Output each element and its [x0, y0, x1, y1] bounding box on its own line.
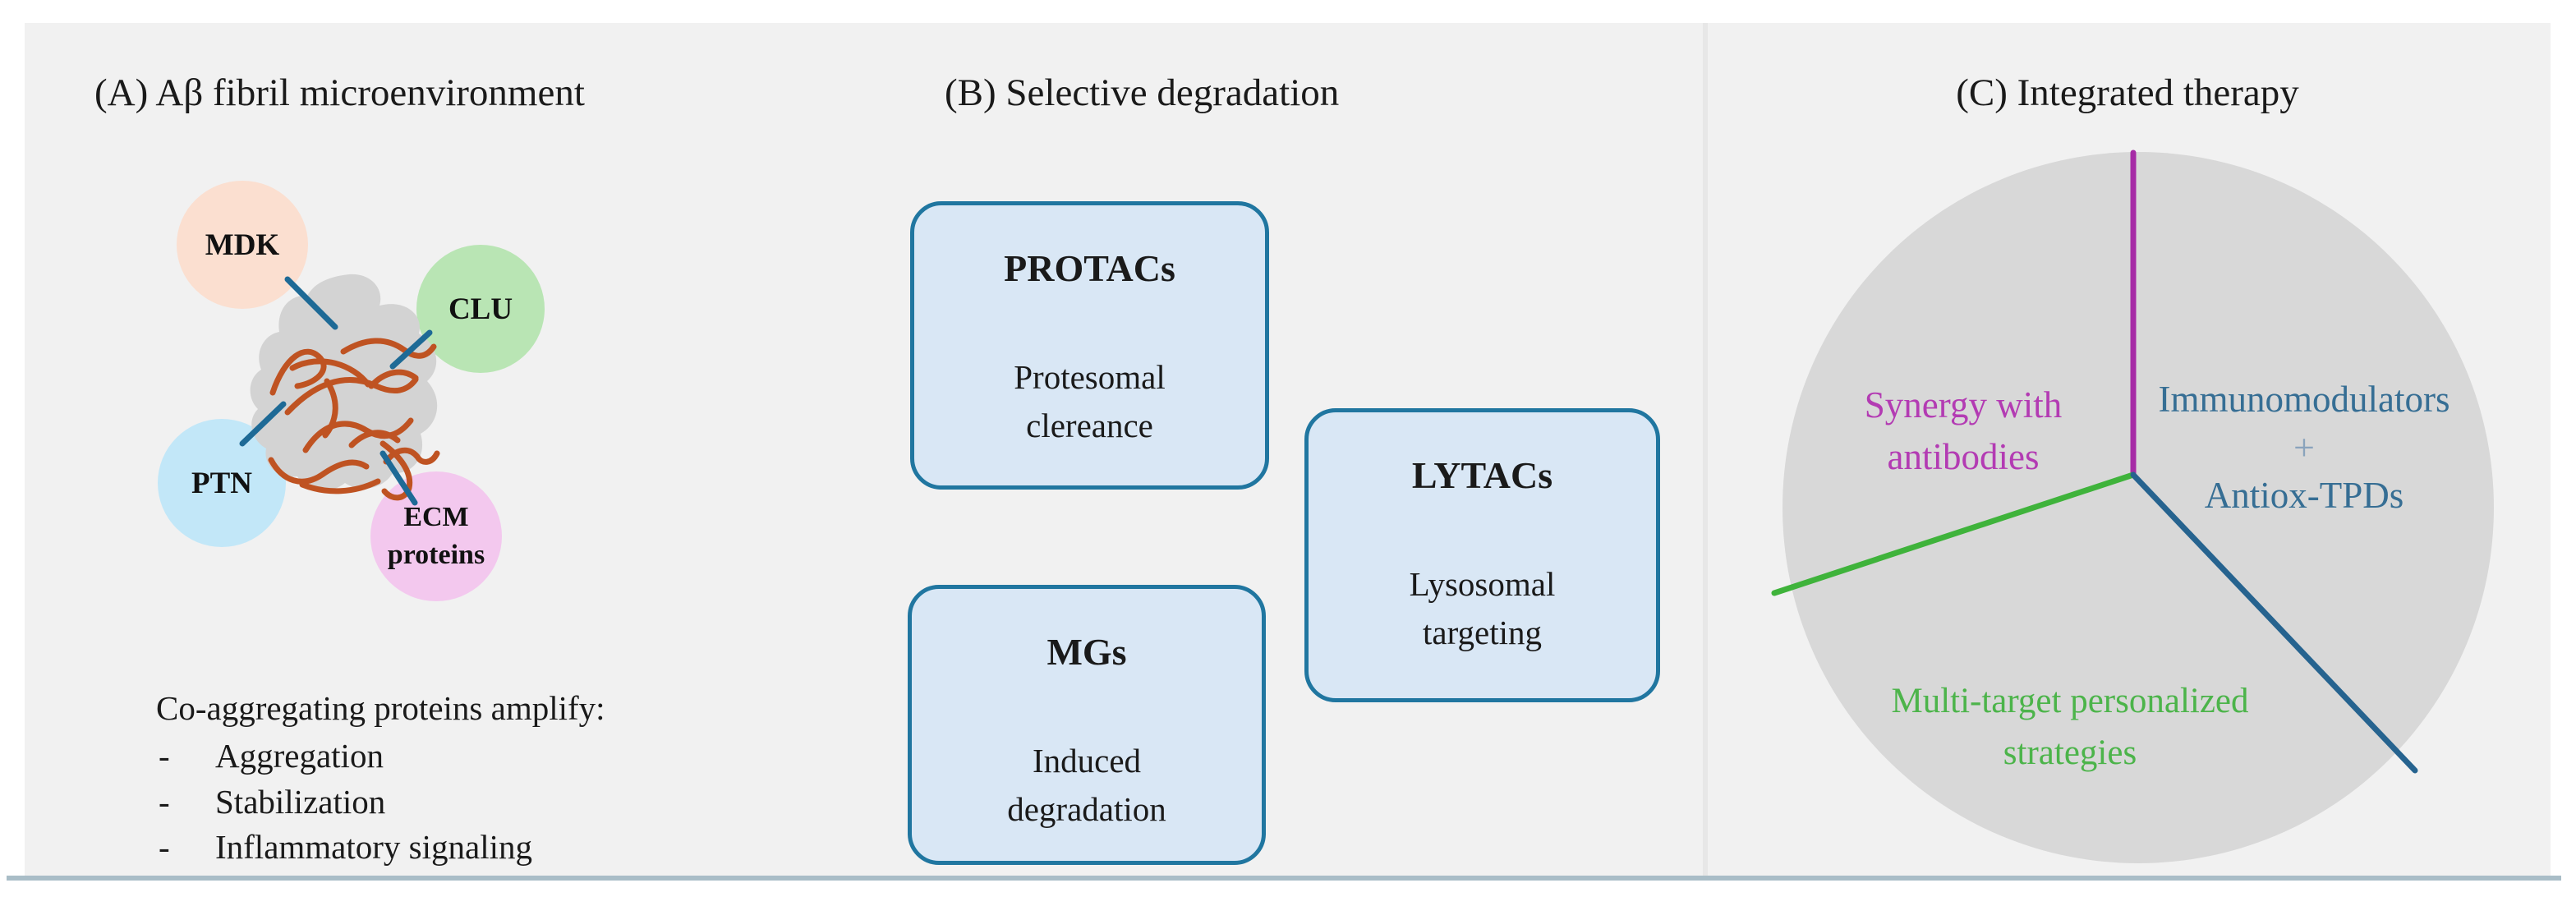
- card-body-line2: clereance: [1026, 407, 1153, 444]
- ecm-oval: [370, 471, 502, 601]
- plus-sign: +: [2293, 426, 2315, 468]
- card-lytacs-body: Lysosomal targeting: [1309, 560, 1656, 657]
- fibril-strand: [383, 447, 440, 465]
- multi-line1: Multi-target personalized: [1891, 682, 2249, 720]
- mdk-oval: [177, 181, 308, 309]
- card-mgs-title: MGs: [1046, 631, 1127, 673]
- ecm-connector-line: [380, 450, 418, 506]
- card-lytacs: LYTACs Lysosomal targeting: [1304, 408, 1660, 702]
- fibril-strand: [269, 348, 327, 396]
- panel-c-title: (C) Integrated therapy: [1956, 71, 2299, 114]
- immuno-line2: Antiox-TPDs: [2204, 475, 2404, 516]
- fibril-strand: [348, 430, 401, 448]
- card-body-line2: degradation: [1007, 790, 1166, 828]
- card-mgs-body: Induced degradation: [912, 737, 1262, 834]
- card-protacs: PROTACs Protesomal clereance: [910, 201, 1269, 490]
- multi-line2: strategies: [2003, 734, 2137, 772]
- pie-label-synergy: Synergy with antibodies: [1799, 379, 2128, 483]
- ptn-oval: [158, 419, 286, 547]
- bullet-inflammatory: - Inflammatory signaling: [159, 827, 532, 867]
- card-lytacs-title: LYTACs: [1411, 454, 1553, 496]
- card-protacs-title: PROTACs: [1004, 247, 1175, 289]
- panel-a-caption: Co-aggregating proteins amplify:: [156, 689, 605, 727]
- pie-label-immunomodulators: Immunomodulators + Antiox-TPDs: [2136, 378, 2472, 517]
- fibril-strand: [268, 457, 370, 485]
- bottom-rule: [7, 876, 2561, 881]
- card-body-line2: targeting: [1423, 614, 1542, 651]
- ptn-connector-line: [239, 401, 287, 447]
- node-label-clu: CLU: [448, 292, 513, 326]
- ecm-label-line1: ECM: [403, 502, 469, 532]
- bullet-aggregation: - Aggregation: [159, 736, 384, 775]
- immuno-line1: Immunomodulators: [2158, 379, 2450, 420]
- fibril-strand: [322, 378, 338, 439]
- fibril-strand: [368, 369, 419, 389]
- ecm-label-line2: proteins: [387, 540, 485, 570]
- fibril-strand: [340, 338, 437, 359]
- pie-circle: [1782, 152, 2494, 863]
- card-protacs-body: Protesomal clereance: [914, 353, 1265, 450]
- pie-divider-blue: [2130, 471, 2418, 774]
- card-body-line1: Lysosomal: [1409, 565, 1556, 603]
- card-body-line1: Induced: [1032, 742, 1142, 780]
- fibril-strand: [302, 417, 414, 453]
- fibril-strand: [289, 358, 371, 388]
- clu-connector-line: [389, 329, 433, 370]
- synergy-line1: Synergy with: [1864, 384, 2063, 425]
- bullet-text: Stabilization: [215, 783, 386, 821]
- panel-a-title: (A) Aβ fibril microenvironment: [94, 71, 585, 114]
- card-mgs: MGs Induced degradation: [908, 585, 1266, 865]
- panel-divider: [1703, 23, 1708, 876]
- node-label-ptn: PTN: [191, 467, 252, 500]
- panel-b-title: (B) Selective degradation: [945, 71, 1340, 114]
- mdk-connector-line: [284, 276, 338, 330]
- clu-oval: [416, 245, 545, 373]
- card-body-line1: Protesomal: [1014, 358, 1166, 396]
- bullet-text: Inflammatory signaling: [215, 828, 532, 866]
- bullet-dash: -: [159, 828, 170, 866]
- node-label-mdk: MDK: [205, 228, 280, 262]
- fibril-strand: [299, 478, 381, 494]
- bullet-dash: -: [159, 783, 170, 821]
- node-label-ecm: ECM proteins: [366, 499, 506, 574]
- bullet-stabilization: - Stabilization: [159, 782, 385, 821]
- bullet-dash: -: [159, 737, 170, 775]
- bullet-text: Aggregation: [215, 737, 384, 775]
- pie-label-multi-target: Multi-target personalized strategies: [1866, 675, 2274, 779]
- pie-divider-green: [1771, 471, 2137, 596]
- synergy-line2: antibodies: [1887, 436, 2040, 477]
